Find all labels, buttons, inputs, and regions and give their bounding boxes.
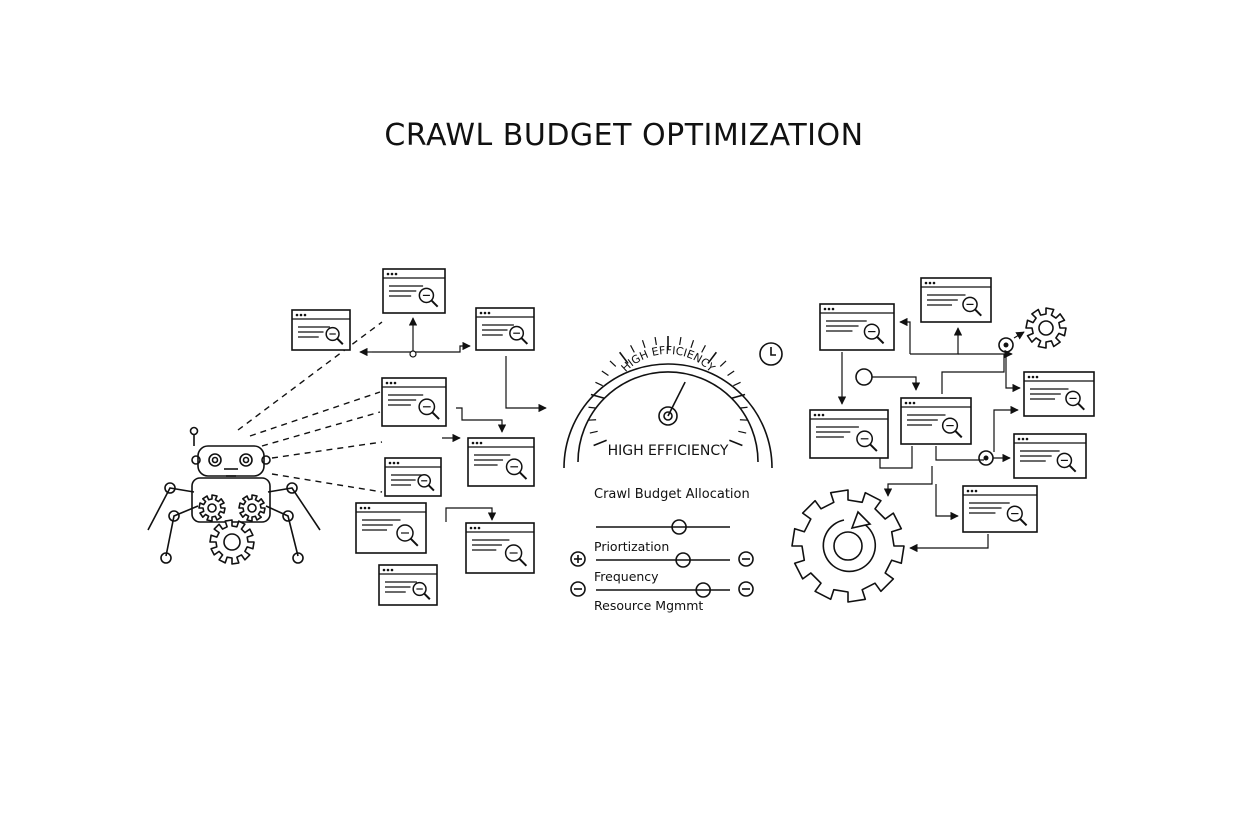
minus-circle-icon[interactable]	[570, 581, 586, 597]
gear-icon	[791, 489, 905, 603]
browser-page-search-icon	[291, 309, 351, 351]
browser-page-search-icon	[378, 564, 438, 606]
crawl-budget-controls: Crawl Budget Allocation Priortization Fr…	[570, 487, 754, 613]
web-pages	[291, 268, 1095, 606]
minus-circle-icon[interactable]	[738, 551, 754, 567]
crawl-connection-lines	[237, 321, 383, 493]
browser-page-search-icon	[819, 303, 895, 351]
right-flow-arrows	[837, 317, 1025, 553]
browser-page-search-icon	[467, 437, 535, 487]
browser-page-search-icon	[1023, 371, 1095, 417]
minus-circle-icon[interactable]	[738, 581, 754, 597]
browser-page-search-icon	[1013, 433, 1087, 479]
gauge-ticks	[588, 336, 748, 447]
browser-page-search-icon	[920, 277, 992, 323]
gear-icon	[1025, 307, 1067, 349]
browser-page-search-icon	[355, 502, 427, 554]
clock-icon	[759, 342, 783, 366]
page-title: CRAWL BUDGET OPTIMIZATION	[384, 118, 864, 153]
prioritization-slider[interactable]	[596, 552, 730, 568]
controls-heading: Crawl Budget Allocation	[594, 487, 750, 502]
slider-label-prioritization: Priortization	[594, 539, 669, 554]
gauge-needle	[667, 381, 686, 417]
browser-page-search-icon	[381, 377, 447, 427]
left-flow-arrows	[359, 317, 547, 522]
slider-label-frequency: Frequency	[594, 569, 659, 584]
frequency-slider[interactable]	[596, 582, 730, 598]
browser-page-search-icon	[809, 409, 889, 459]
gear-icon	[198, 494, 266, 565]
slider-label-resource-management: Resource Mgmmt	[594, 598, 703, 613]
browser-page-search-icon	[900, 397, 972, 445]
browser-page-search-icon	[465, 522, 535, 574]
browser-page-search-icon	[382, 268, 446, 314]
allocation-slider[interactable]	[596, 519, 730, 535]
plus-circle-icon[interactable]	[570, 551, 586, 567]
efficiency-gauge: HIGH EFFICIENCY HIGH EFFICIENCY	[563, 336, 773, 469]
browser-page-search-icon	[384, 457, 442, 497]
browser-page-search-icon	[475, 307, 535, 351]
crawler-robot-icon	[147, 426, 321, 564]
browser-page-search-icon	[962, 485, 1038, 533]
gauge-label: HIGH EFFICIENCY	[608, 443, 729, 459]
refresh-cycle-icon	[822, 510, 877, 573]
